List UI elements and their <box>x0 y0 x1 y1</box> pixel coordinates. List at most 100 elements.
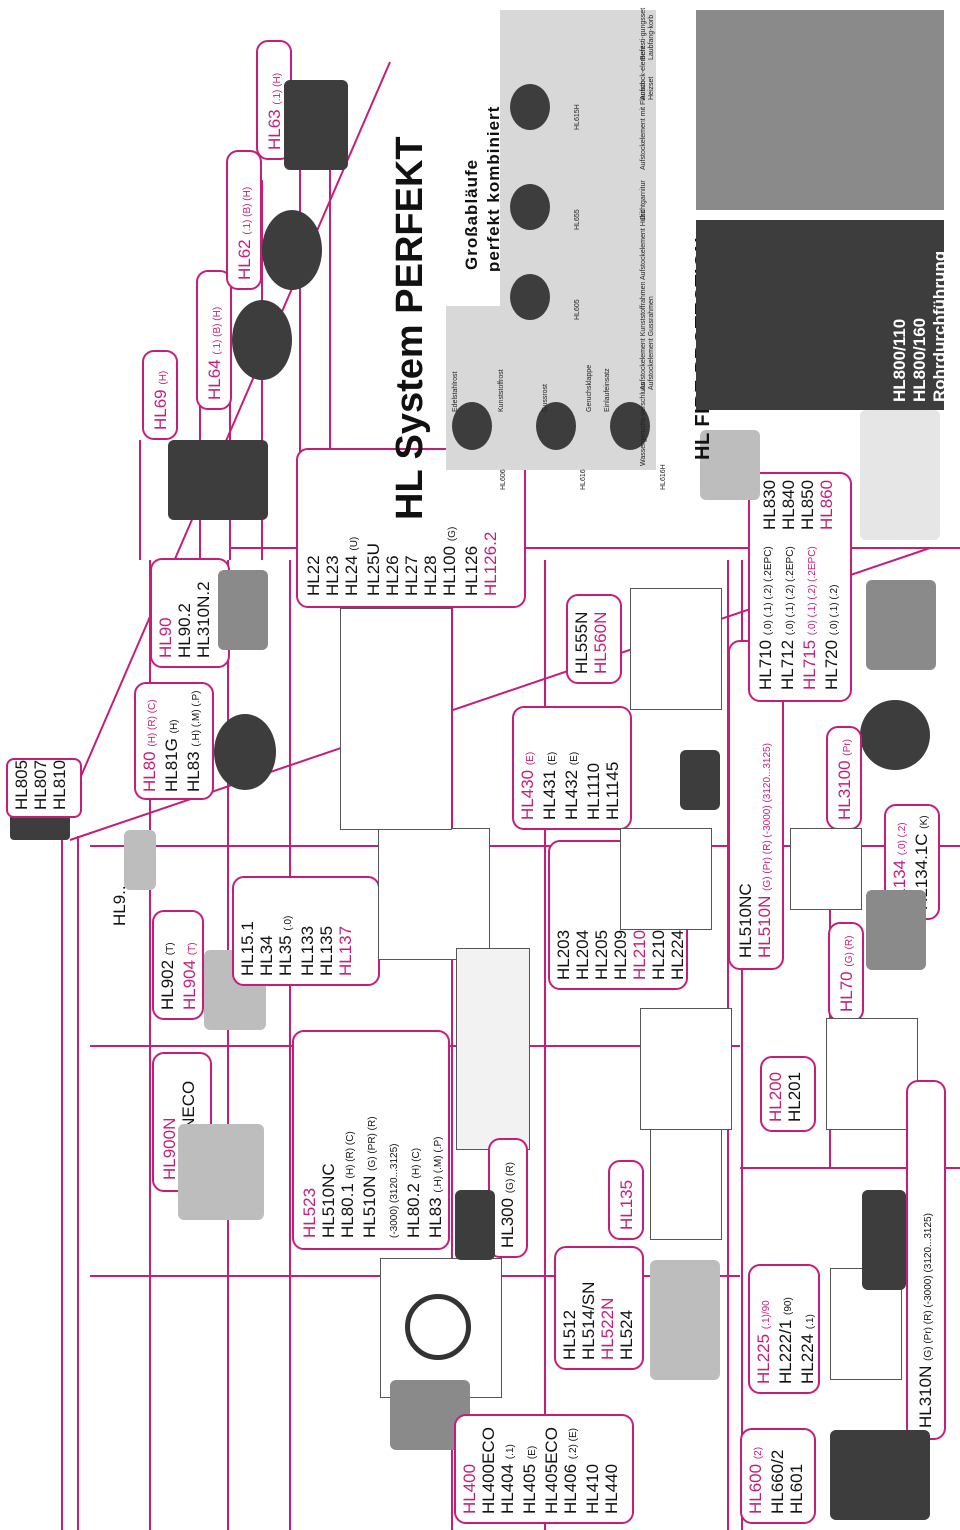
cat-col2-image <box>510 184 550 230</box>
caption-8: Heizset <box>648 76 655 100</box>
label-hl1145: HL1145 <box>603 761 622 820</box>
label-hl23: HL23 <box>323 555 342 596</box>
box-hl600: HL600 (2) HL660/2 HL601 <box>740 1428 816 1524</box>
label-hl83: HL83 (.H) (.M) (.P) <box>184 690 203 792</box>
label-hl410: HL410 <box>583 1463 602 1514</box>
hl710-image <box>866 580 936 670</box>
subtitle-line-1: Großabläufe <box>462 158 481 270</box>
label-hl830: HL830 <box>760 479 779 530</box>
box-hl430: HL430 (E) HL431 (E) HL432 (E) HL1110 HL1… <box>512 706 632 830</box>
label-hl90-2: HL90.2 <box>175 603 194 658</box>
title-hl-system-perfekt: HL System PERFEKT <box>389 136 431 520</box>
caption-9: Befesti-gungsset <box>640 7 647 60</box>
label-hl840: HL840 <box>779 479 798 530</box>
label-hl90: HL90 <box>156 617 175 658</box>
label-hl222: HL222/1 (90) <box>776 1297 795 1384</box>
label-hl807: HL807 <box>31 759 50 810</box>
box-hl310n: HL310N (G) (Pr) (R) (-3000) (3120...3125… <box>906 1080 946 1440</box>
cat-col3-image <box>510 84 550 130</box>
label-hl1110: HL1110 <box>584 762 603 820</box>
label-hl15-1: HL15.1 <box>238 921 257 976</box>
label-hl406: HL406 (.2) (E) <box>561 1428 580 1514</box>
cat-row2-label: HL616 <box>580 469 587 490</box>
bath-sketch <box>620 828 712 930</box>
label-hl524: HL524 <box>617 1309 636 1360</box>
hl80-image <box>214 714 276 790</box>
hl300-image <box>455 1190 495 1260</box>
label-hl25u: HL25U <box>364 543 383 596</box>
box-hl830: HL830 HL840 HL850 HL860 <box>760 480 836 530</box>
cat-col1-label: HL605 <box>574 299 581 320</box>
label-hl432: HL432 (E) <box>562 751 581 820</box>
label-hl405eco: HL405ECO <box>542 1427 561 1514</box>
label-hl510nc: HL510NC <box>319 1163 338 1238</box>
box-hl902: HL902 (T) HL904 (T) <box>152 910 204 1020</box>
cat-row1-label: HL606 <box>500 469 507 490</box>
hl900-image <box>178 1124 264 1220</box>
caption-4: Aufstockelement Hubit <box>640 209 647 280</box>
label-hl900n: HL900N <box>160 1117 179 1180</box>
label-hl204: HL204 <box>573 929 592 980</box>
label-hl70: HL70 (G) (R) <box>837 935 856 1012</box>
box-hl70: HL70 (G) (R) <box>828 922 864 1022</box>
hl69-image <box>168 440 268 520</box>
grate-label-5: Einlaufeinsatz <box>604 368 611 412</box>
label-hl404: HL404 (.1) <box>498 1444 517 1514</box>
label-hl9: HL9.. <box>110 885 129 926</box>
box-hl555: HL555N HL560N <box>566 594 622 684</box>
box-hl9: HL9.. <box>110 885 129 926</box>
box-hl200: HL200 HL201 <box>760 1056 816 1132</box>
label-hl80: HL80 (H) (R) (C) <box>140 699 159 792</box>
hl512-image <box>650 1260 720 1380</box>
fire-collar-image <box>860 410 940 540</box>
hl555-image <box>680 750 720 810</box>
hl134-sketch <box>790 828 862 910</box>
catalog-grid-top <box>500 10 656 306</box>
fire-brochure-line-3: Rohrdurchführung <box>930 250 949 402</box>
label-hl137: HL137 <box>336 925 355 976</box>
label-hl62: HL62 (.1) (B) (H) <box>235 186 254 280</box>
hl310n-image <box>862 1190 906 1290</box>
label-hl523: HL523 <box>300 1187 319 1238</box>
label-hl850: HL850 <box>798 479 817 530</box>
label-hl510n: HL510N (G) (PR) (R) <box>360 1116 379 1238</box>
caption-5: Dichtgarnitur <box>640 180 647 220</box>
box-hl3100: HL3100 (Pr) <box>826 726 862 830</box>
label-hl902: HL902 (T) <box>158 942 177 1010</box>
label-hl310n-2: HL310N.2 <box>194 581 213 658</box>
label-hl512: HL512 <box>560 1309 579 1360</box>
cat-col3-label: HL615H <box>574 104 581 130</box>
box-hl15: HL15.1 HL34 HL35 (.0) HL133 HL135 HL137 <box>232 876 380 986</box>
label-hl600: HL600 (2) <box>746 1446 765 1514</box>
label-hl81g: HL81G (H) <box>162 719 181 793</box>
bidet-sketch <box>650 1128 722 1240</box>
box-hl512: HL512 HL514/SN HL522N HL524 <box>554 1246 644 1370</box>
box-hl62: HL62 (.1) (B) (H) <box>226 150 262 290</box>
label-hl440: HL440 <box>602 1463 621 1514</box>
box-hl69: HL69 (H) <box>142 350 178 440</box>
label-hl64: HL64 (.1) (B) (H) <box>205 306 224 400</box>
label-hl22: HL22 <box>304 555 323 596</box>
washbasin-sketch <box>456 948 530 1150</box>
label-hl310n: HL310N (G) (Pr) (R) (-3000) (3120...3125… <box>916 1213 935 1428</box>
label-hl400: HL400 <box>460 1463 479 1514</box>
caption-10: Laubfang-korb <box>648 14 655 60</box>
label-hl430: HL430 (E) <box>518 751 537 820</box>
label-hl555n: HL555N <box>572 611 591 674</box>
label-hl601: HL601 <box>787 1463 806 1514</box>
box-hl523: HL523 HL510NC HL80.1 (H) (R) (C) HL510N … <box>292 1030 450 1250</box>
shower-tray-sketch <box>630 588 722 710</box>
sink-cabinet-sketch <box>378 828 490 960</box>
washing-machine-door <box>405 1294 471 1360</box>
label-hl560n: HL560N <box>591 611 610 674</box>
hl600-image <box>830 1430 930 1520</box>
hl62-image <box>262 210 322 290</box>
cat-col1-image <box>510 274 550 320</box>
label-hl133: HL133 <box>298 925 317 976</box>
hl3100-image <box>860 700 930 770</box>
box-hl64: HL64 (.1) (B) (H) <box>196 270 232 410</box>
caption-2: Aufstockelement Kunststoffrahmen <box>640 281 647 390</box>
box-hl135: HL135 <box>608 1160 644 1240</box>
label-hl660: HL660/2 <box>768 1449 787 1514</box>
